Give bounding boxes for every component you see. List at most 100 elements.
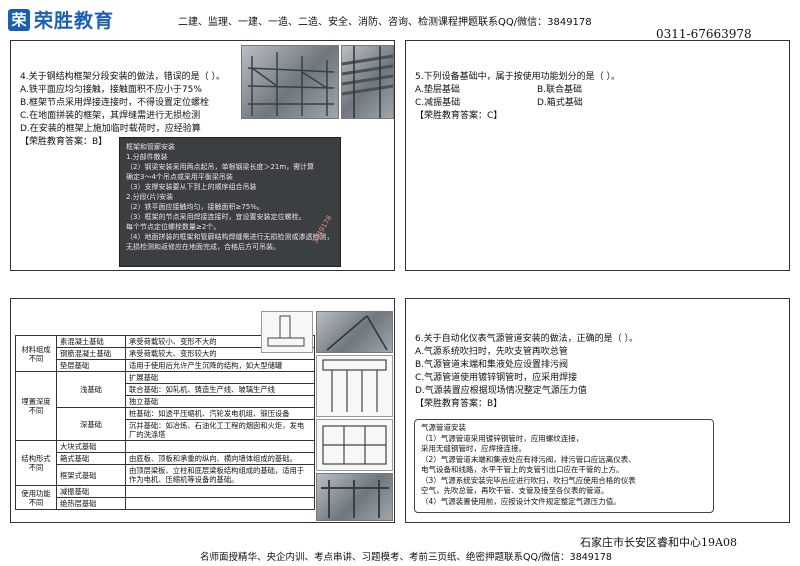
table-row: 箱式基础 由底板、顶板和承重的纵向、横向墙体组成的基础。 (16, 452, 315, 465)
brand-name: 荣胜教育 (34, 10, 115, 32)
table-row: 使用功能不同 减振基础 (15, 485, 315, 510)
panel-q5: 5.下列设备基础中，属于按使用功能划分的是（ ）。 A.垫层基础 B.联合基础 … (405, 40, 790, 271)
table-desc-cell (125, 485, 315, 498)
note-line: 采用无缝钢管时，应焊接连接。 (421, 444, 526, 453)
table-desc-cell: 扩展基础 (125, 371, 315, 384)
note-line: （2）气源管道末端和集液处应有排污阀，排污管口应远离仪表、 (421, 454, 636, 464)
note-line: （4）气源装置使用前，应按设计文件规定整定气源压力值。 (421, 496, 621, 506)
note-line: 气源管道安装 (421, 423, 466, 432)
question-6-option-d: D.气源装置应根据现场情况整定气源压力值 (415, 386, 587, 396)
table-sub-cell: 钢筋混凝土基础 (56, 347, 126, 360)
question-6: 6.关于自动化仪表气源管道安装的做法，正确的是（ ）。 A.气源系统吹扫时，先吹… (415, 333, 638, 411)
table-sub-cell: 深基础 (56, 407, 126, 441)
box-foundation-sketch (316, 419, 393, 471)
table-desc-cell: 由顶层梁板、立柱和底层梁板结构组成的基础，适用于作为电机、压缩机等设备的基础。 (125, 464, 315, 486)
question-6-option-a: A.气源系统吹扫时，先吹支管再吹总管 (415, 347, 568, 357)
question-6-option-b: B.气源管道末端和集液处应设置排污阀 (415, 360, 569, 370)
note-line: 空气，先吹总管，再吹干管、支管及接至各仪表的管道。 (421, 486, 609, 495)
note-line: （1）气源管道采用镀锌钢管时，应用螺纹连接， (421, 433, 584, 443)
note-line: 确定3～4个吊点或采用平衡梁吊装 (126, 173, 233, 181)
question-6-title: 6.关于自动化仪表气源管道安装的做法，正确的是（ ）。 (415, 334, 638, 344)
table-group-cell: 埋置深度不同 (15, 371, 57, 441)
note-line: （3）气源系统安装完毕后应进行吹扫，吹扫气应使用合格的仪表 (421, 475, 636, 485)
footer-location: 石家庄市长安区睿和中心19A08 (580, 536, 737, 549)
note-line: （3）框架的节点采用焊接连接时，宜设置安装定位螺栓。 (126, 213, 306, 221)
note-line: （4）地面拼装的框架和管廊结构焊缝需进行无损检测或渗透检测， (126, 233, 334, 241)
table-group-cell: 材料组成不同 (15, 335, 57, 372)
note-line: 每个节点定位螺栓数量≥2个。 (126, 223, 221, 231)
question-5-option-d: D.箱式基础 (537, 98, 583, 108)
table-row: 垫层基础 适用于使用后允许产生沉降的结构，如大型储罐 (16, 359, 315, 372)
note-line: 无损检测和返修应在地面完成，合格后方可吊装。 (126, 243, 280, 251)
header-courses: 二建、监理、一建、一造、二造、安全、消防、咨询、检测课程押题联系QQ/微信：38… (178, 17, 592, 28)
pile-foundation-sketch (316, 355, 393, 417)
question-4-option-d: D.在安装的框架上施加临时载荷时，应经验算 (20, 124, 201, 134)
note-line: （3）支撑安装要从下到上的顺序组合吊装 (126, 183, 257, 191)
frame-foundation-photo (316, 473, 393, 521)
question-5-answer: 【荣胜教育答案：C】 (415, 111, 503, 121)
table-desc-cell: 联合基础：如轧机、铸造生产线、玻璃生产线 (125, 383, 315, 396)
table-desc-cell: 独立基础 (125, 395, 315, 408)
steel-frame-illustration (247, 52, 335, 116)
pile-rig-illustration (326, 315, 388, 351)
table-sub-cell: 垫层基础 (56, 359, 126, 372)
question-4-explanation-note: 框架和管廊安装 1.分部件散装 （2）钢梁安装采用两点起吊，单根钢梁长度＞21m… (119, 137, 341, 267)
table-desc-cell: 由底板、顶板和承重的纵向、横向墙体组成的基础。 (125, 452, 315, 465)
foundation-section-sketch (261, 311, 313, 353)
note-line: （2）钢梁安装采用两点起吊，单根钢梁长度＞21m，需计算 (126, 163, 315, 171)
header-phone: 0311-67663978 (656, 27, 752, 41)
table-row: 结构形式不同 大块式基础 (15, 440, 315, 486)
foundation-section-drawing (267, 315, 305, 347)
table-sub-cell: 素混凝土基础 (56, 335, 126, 348)
table-sub-cell: 浅基础 (56, 371, 126, 408)
brand-logo: 荣 荣胜教育 (8, 6, 114, 33)
panel-q4: 4.关于钢结构框架分段安装的做法，错误的是（ ）。 A.铁平面应均匀接触，接触面… (10, 40, 395, 271)
table-group-cell: 结构形式不同 (15, 440, 57, 486)
question-5-option-a: A.垫层基础 (415, 85, 460, 95)
table-sub-cell: 大块式基础 (56, 440, 126, 453)
table-desc-cell: 适用于使用后允许产生沉降的结构，如大型储罐 (125, 359, 315, 372)
table-desc-cell: 桩基础：如透平压缩机、汽轮发电机组、锻压设备 (125, 407, 315, 420)
table-row: 深基础 桩基础：如透平压缩机、汽轮发电机组、锻压设备 (16, 407, 315, 441)
box-foundation-drawing (322, 425, 387, 465)
table-desc-cell (125, 440, 315, 453)
table-desc-cell (125, 497, 315, 510)
question-5-options-row-1: A.垫层基础 B.联合基础 (415, 84, 785, 97)
question-4-answer: 【荣胜教育答案：B】 (20, 137, 108, 147)
note-line: （2）铁平面应接触均匀，接触面积≥75%。 (126, 203, 264, 211)
question-4-option-c: C.在地面拼装的框架，其焊缝需进行无损检测 (20, 111, 201, 121)
brand-logo-icon: 荣 (8, 8, 30, 31)
frame-foundation-illustration (321, 480, 389, 518)
foundation-classification-table: 材料组成不同 素混凝土基础 承受荷载较小、变形不大的 钢筋混凝土基础 承受荷载较… (15, 335, 315, 510)
table-sub-cell: 箱式基础 (56, 452, 126, 465)
question-6-answer: 【荣胜教育答案：B】 (415, 399, 503, 409)
note-line: 电气设备和线路，水平干管上的支管引出口应在干管的上方。 (421, 465, 624, 474)
question-5: 5.下列设备基础中，属于按使用功能划分的是（ ）。 A.垫层基础 B.联合基础 … (415, 71, 785, 123)
steel-frame-photo (241, 45, 339, 119)
pile-foundation-drawing (322, 359, 387, 412)
panel-foundation-table: 材料组成不同 素混凝土基础 承受荷载较小、变形不大的 钢筋混凝土基础 承受荷载较… (10, 298, 395, 523)
table-sub-cell: 减振基础 (56, 485, 126, 498)
table-row: 框架式基础 由顶层梁板、立柱和底层梁板结构组成的基础，适用于作为电机、压缩机等设… (16, 464, 315, 486)
note-line: 2.分段(片)安装 (126, 193, 174, 201)
table-sub-cell: 绝热层基础 (56, 497, 126, 510)
question-4-option-a: A.铁平面应均匀接触，接触面积不应小于75% (20, 85, 202, 95)
note-line: 框架和管廊安装 (126, 143, 175, 151)
question-6-explanation-note: 气源管道安装 （1）气源管道采用镀锌钢管时，应用螺纹连接， 采用无缝钢管时，应焊… (414, 419, 714, 513)
pipe-rack-illustration (341, 46, 394, 118)
pile-driving-photo (316, 311, 393, 353)
question-5-option-b: B.联合基础 (537, 85, 583, 95)
note-line: 1.分部件散装 (126, 153, 168, 161)
table-row: 绝热层基础 (16, 497, 315, 510)
question-4-option-b: B.框架节点采用焊接连接时，不得设置定位螺栓 (20, 98, 210, 108)
question-5-option-c: C.减振基础 (415, 98, 461, 108)
question-4-title: 4.关于钢结构框架分段安装的做法，错误的是（ ）。 (20, 72, 225, 82)
pipe-rack-photo (341, 45, 394, 119)
question-5-title: 5.下列设备基础中，属于按使用功能划分的是（ ）。 (415, 72, 620, 82)
question-4: 4.关于钢结构框架分段安装的做法，错误的是（ ）。 A.铁平面应均匀接触，接触面… (20, 71, 225, 149)
table-desc-cell: 沉井基础：如冶炼、石油化工工程的烟囱和火炬，发电厂的洗涤塔 (125, 419, 315, 441)
table-row: 埋置深度不同 浅基础 扩展基础 (15, 371, 315, 441)
footer-text: 名师面授精华、央企内训、考点串讲、习题模考、考前三页纸、绝密押题联系QQ/微信：… (200, 552, 612, 563)
panel-q6: 6.关于自动化仪表气源管道安装的做法，正确的是（ ）。 A.气源系统吹扫时，先吹… (405, 298, 790, 523)
question-6-option-c: C.气源管道使用镀锌钢管时，应采用焊接 (415, 373, 578, 383)
